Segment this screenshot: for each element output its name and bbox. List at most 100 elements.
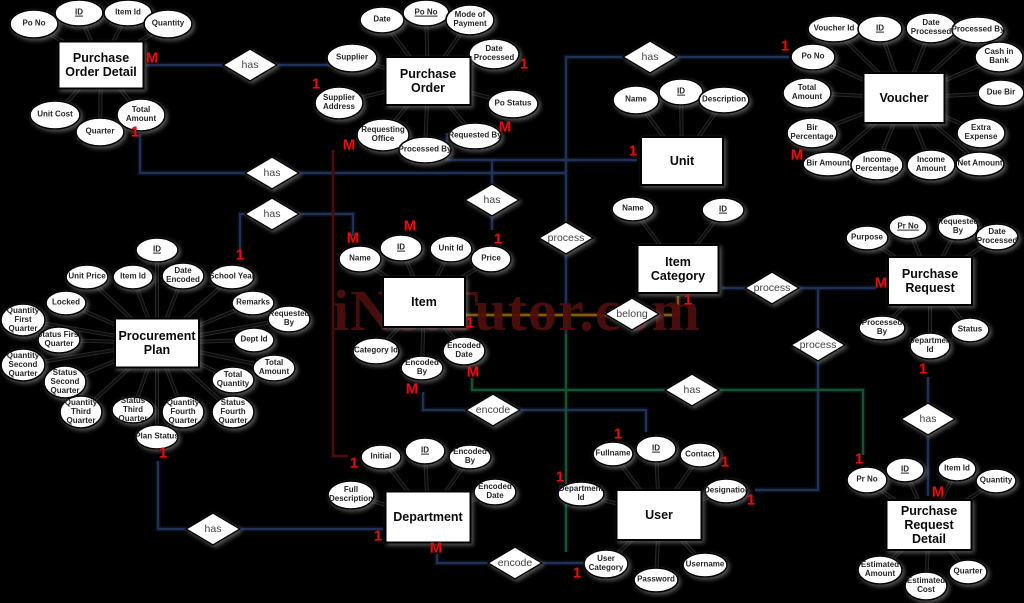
attr-purchase-order-detail-quantity-ellipse	[143, 9, 193, 39]
entity-purchase-request-box	[887, 256, 973, 306]
attr-item-category-name-ellipse	[611, 196, 655, 222]
attr-purchase-request-purpose-ellipse	[845, 225, 889, 251]
attr-unit-id-ellipse	[658, 78, 704, 106]
entity-item-category-box	[636, 244, 720, 294]
attr-purchase-order-supplier-address-ellipse	[314, 86, 364, 120]
attr-procurement-plan-id-ellipse	[135, 237, 179, 263]
attr-unit-description-ellipse	[698, 86, 750, 114]
relationship-process-diamond-6	[743, 271, 801, 305]
attr-department-encoded-by-ellipse	[448, 444, 492, 470]
attr-purchase-order-processed-by-ellipse	[398, 136, 452, 164]
attr-voucher-voucher-id-ellipse	[807, 15, 861, 43]
attr-procurement-plan-quantity-second-quarter-ellipse	[0, 348, 46, 382]
attr-item-category-id-ellipse	[352, 337, 400, 365]
attr-voucher-income-percentage-ellipse	[850, 149, 904, 181]
attr-item-encoded-by-ellipse	[400, 355, 444, 381]
attr-procurement-plan-status-second-quarter-ellipse	[43, 365, 87, 399]
attr-user-id-ellipse	[635, 435, 677, 463]
attr-purchase-order-detail-id-ellipse	[54, 0, 104, 27]
attr-user-contact-ellipse	[679, 442, 721, 468]
attr-purchase-request-date-processed-ellipse	[975, 223, 1019, 251]
attr-item-price-ellipse	[470, 245, 512, 273]
attr-purchase-order-detail-quarter-ellipse	[75, 117, 125, 147]
relationship-process-diamond-5	[537, 221, 595, 255]
attr-voucher-po-no-ellipse	[790, 43, 836, 71]
attr-purchase-order-detail-po-no-ellipse	[9, 9, 59, 39]
entity-department-box	[384, 490, 472, 544]
attr-purchase-order-date-processed-ellipse	[468, 38, 520, 70]
attr-procurement-plan-status-third-quarter-ellipse	[111, 396, 155, 424]
attr-voucher-bir-amount-ellipse	[802, 151, 854, 177]
attr-unit-name-ellipse	[612, 85, 660, 115]
entity-unit-box	[640, 136, 724, 186]
attr-voucher-date-processed-ellipse	[905, 12, 957, 44]
attr-user-user-category-ellipse	[583, 549, 629, 579]
attr-voucher-id-ellipse	[857, 15, 903, 43]
attr-purchase-request-detail-item-id-ellipse	[937, 456, 977, 482]
attr-procurement-plan-plan-status-ellipse	[135, 424, 179, 450]
relationship-has-diamond-3	[243, 197, 301, 231]
attr-user-designation-ellipse	[704, 478, 748, 504]
attr-voucher-due-bir-ellipse	[977, 79, 1024, 107]
attr-procurement-plan-quantity-fourth-quarter-ellipse	[161, 395, 205, 429]
attr-user-username-ellipse	[682, 552, 728, 578]
attr-procurement-plan-status-first-quarter-ellipse	[37, 326, 81, 354]
attr-voucher-extra-expense-ellipse	[956, 117, 1006, 149]
attr-purchase-order-requesting-office-ellipse	[356, 118, 410, 152]
attr-procurement-plan-dept-id-ellipse	[233, 327, 275, 353]
relationship-belong-diamond-7	[603, 297, 661, 331]
entity-purchase-order-box	[384, 56, 472, 106]
attr-purchase-request-detail-estimated-cost-ellipse	[904, 571, 948, 601]
attr-purchase-order-mode-of-payment-ellipse	[445, 4, 495, 36]
entity-item-box	[382, 276, 466, 328]
attr-voucher-income-amount-ellipse	[906, 149, 956, 181]
attr-procurement-plan-remarks-ellipse	[231, 290, 275, 316]
relationship-has-diamond-12	[184, 512, 242, 546]
attr-department-initial-ellipse	[360, 444, 402, 470]
attr-procurement-plan-requested-by-ellipse	[267, 305, 311, 333]
attr-procurement-plan-locked-ellipse	[45, 290, 87, 316]
attr-purchase-request-detail-estimated-amount-ellipse	[857, 555, 903, 585]
attr-voucher-total-amount-ellipse	[782, 77, 832, 109]
relationship-process-diamond-8	[789, 328, 847, 362]
relationship-has-diamond-1	[621, 40, 679, 74]
entity-procurement-plan-box	[114, 317, 200, 369]
attr-item-id-ellipse	[379, 234, 423, 262]
attr-procurement-plan-total-amount-ellipse	[252, 354, 296, 382]
attr-voucher-cash-in-bank-ellipse	[974, 41, 1024, 73]
attr-purchase-request-department-id-ellipse	[909, 332, 951, 360]
attr-user-department-id-ellipse	[557, 481, 605, 507]
relationship-has-diamond-9	[663, 373, 721, 407]
attr-purchase-order-requested-by-ellipse	[448, 122, 502, 150]
attr-department-encoded-date-ellipse	[473, 478, 517, 506]
attr-department-full-description-ellipse	[327, 480, 375, 510]
attr-item-category-id-ellipse	[701, 197, 745, 223]
attr-purchase-order-date-ellipse	[359, 6, 405, 34]
relationship-has-diamond-2	[243, 156, 301, 190]
entity-purchase-order-detail-box	[57, 40, 145, 90]
attr-department-id-ellipse	[404, 437, 446, 465]
attr-procurement-plan-status-fourth-quarter-ellipse	[211, 395, 255, 429]
attr-procurement-plan-unit-price-ellipse	[65, 264, 109, 290]
attr-procurement-plan-date-encoded-ellipse	[161, 262, 205, 290]
entity-voucher-box	[862, 72, 946, 124]
attr-purchase-order-supplier-ellipse	[326, 43, 378, 73]
entity-purchase-request-detail-box	[885, 499, 973, 551]
relationship-encode-diamond-13	[486, 546, 544, 580]
attr-procurement-plan-quantity-third-quarter-ellipse	[59, 395, 103, 429]
relationship-has-diamond-0	[221, 48, 279, 82]
attr-purchase-order-po-status-ellipse	[487, 89, 539, 119]
attr-user-fullname-ellipse	[592, 441, 634, 467]
relationship-has-diamond-4	[463, 183, 521, 217]
attr-voucher-processed-by-ellipse	[951, 16, 1005, 44]
attr-purchase-request-detail-pr-no-ellipse	[846, 466, 888, 494]
attr-voucher-bir-percentage-ellipse	[786, 117, 838, 149]
attr-purchase-request-status-ellipse	[950, 317, 990, 343]
attr-user-password-ellipse	[633, 567, 679, 593]
attr-purchase-request-processed-by-ellipse	[858, 315, 906, 341]
attr-item-name-ellipse	[338, 245, 382, 273]
attr-purchase-request-detail-quantity-ellipse	[975, 468, 1017, 494]
